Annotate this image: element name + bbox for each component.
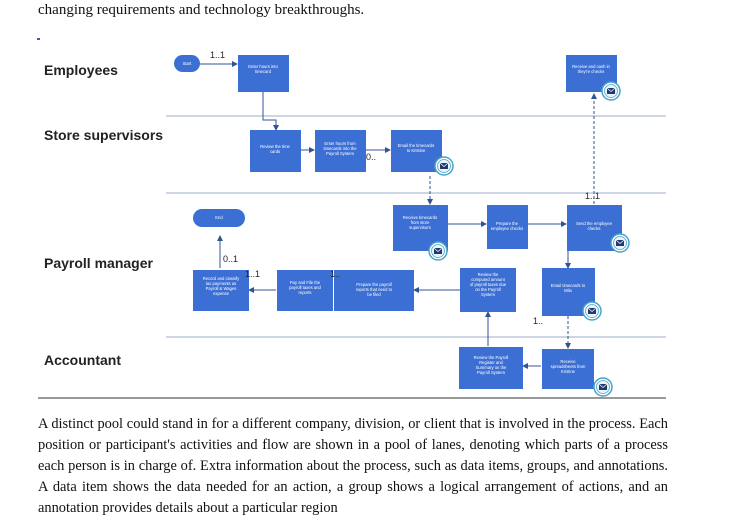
task-email-timecards [391, 130, 442, 172]
lane-label-payroll-manager: Payroll manager [44, 255, 153, 271]
task-record-classify [193, 270, 249, 311]
lane-label-accountant: Accountant [44, 352, 121, 368]
envelope-icon [601, 81, 621, 101]
multiplicity-email-mila: 1.. [533, 316, 543, 326]
envelope-icon [434, 156, 454, 176]
multiplicity-end-arrow: 0..1 [223, 254, 238, 264]
end-event [193, 209, 245, 227]
task-review-computed [460, 268, 516, 312]
end-event-label: End [215, 215, 223, 220]
envelope-icon [610, 233, 630, 253]
envelope-icon [428, 241, 448, 261]
start-event [174, 55, 200, 72]
task-prepare-reports [334, 270, 414, 311]
task-review-time-cards [250, 130, 301, 172]
intro-text: changing requirements and technology bre… [38, 2, 365, 18]
task-enter-hours-payroll [315, 130, 366, 172]
task-review-register [459, 347, 523, 389]
multiplicity-record-classify: 1..1 [245, 269, 260, 279]
flow-enter-to-review [262, 92, 279, 131]
task-pay-file [277, 270, 333, 311]
envelope-icon [582, 301, 602, 321]
envelope-icon [593, 377, 613, 397]
lane-label-store-supervisors: Store supervisors [44, 127, 163, 143]
multiplicity-pay-file: 1.. [330, 269, 340, 279]
bpmn-diagram: Employees Store supervisors Payroll mana… [38, 50, 666, 399]
task-receive-spreadsheets [542, 349, 594, 389]
start-event-label: Start [183, 61, 193, 66]
multiplicity-email-timecards: 0.. [366, 152, 376, 162]
multiplicity-send-checks: 1..1 [585, 191, 600, 201]
task-prepare-checks [487, 205, 528, 249]
decorative-mark [37, 38, 40, 40]
body-paragraph: A distinct pool could stand in for a dif… [38, 416, 668, 516]
lane-label-employees: Employees [44, 62, 118, 78]
multiplicity-start-to-enter: 1..1 [210, 50, 225, 60]
task-enter-hours [238, 55, 289, 92]
